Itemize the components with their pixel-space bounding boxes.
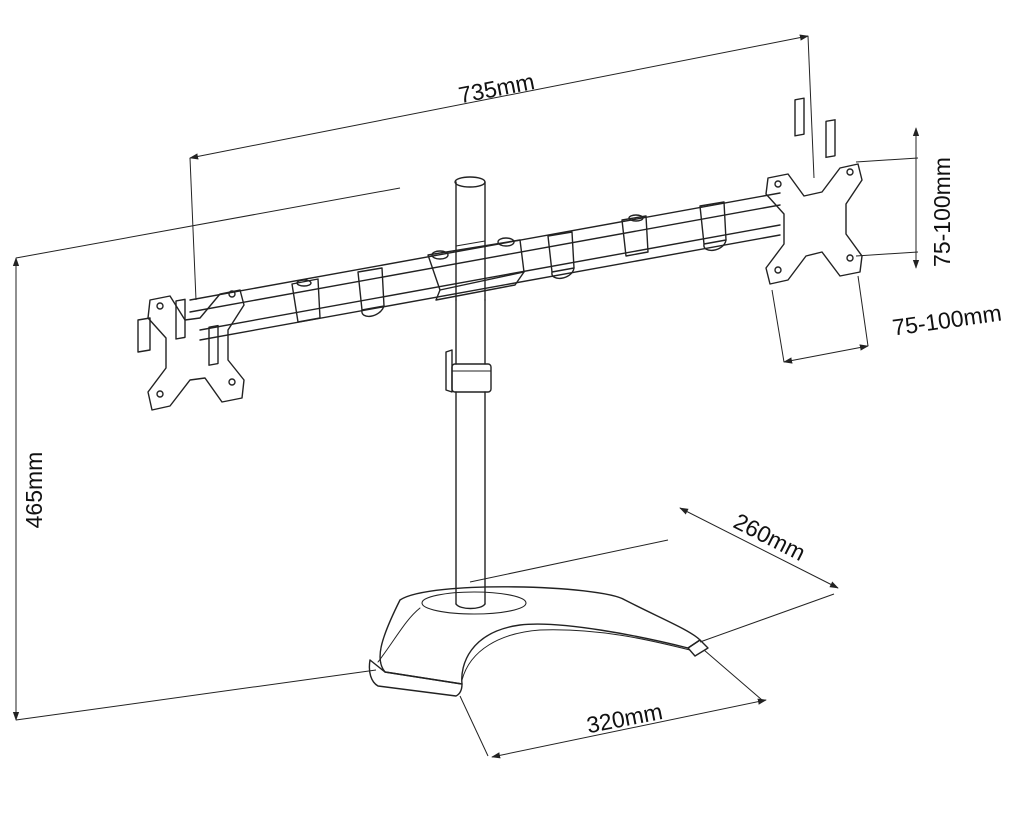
pole — [445, 176, 492, 610]
label-width-total: 735mm — [456, 68, 536, 108]
dim-vesa-horizontal — [771, 275, 869, 364]
base — [368, 586, 709, 697]
dim-vesa-vertical — [855, 127, 920, 269]
dim-width-total — [189, 34, 815, 301]
label-height-total: 465mm — [21, 452, 47, 529]
label-base-depth: 260mm — [730, 508, 810, 566]
label-vesa-vertical: 75-100mm — [929, 157, 955, 267]
label-base-width: 320mm — [584, 698, 664, 738]
dim-base-width — [459, 649, 767, 759]
dim-base-depth — [469, 507, 839, 643]
vesa-plate-right — [765, 97, 863, 285]
label-vesa-horizontal: 75-100mm — [891, 300, 1003, 341]
arm — [189, 192, 781, 341]
dim-height-total — [12, 187, 401, 721]
vesa-plate-left — [137, 289, 245, 411]
